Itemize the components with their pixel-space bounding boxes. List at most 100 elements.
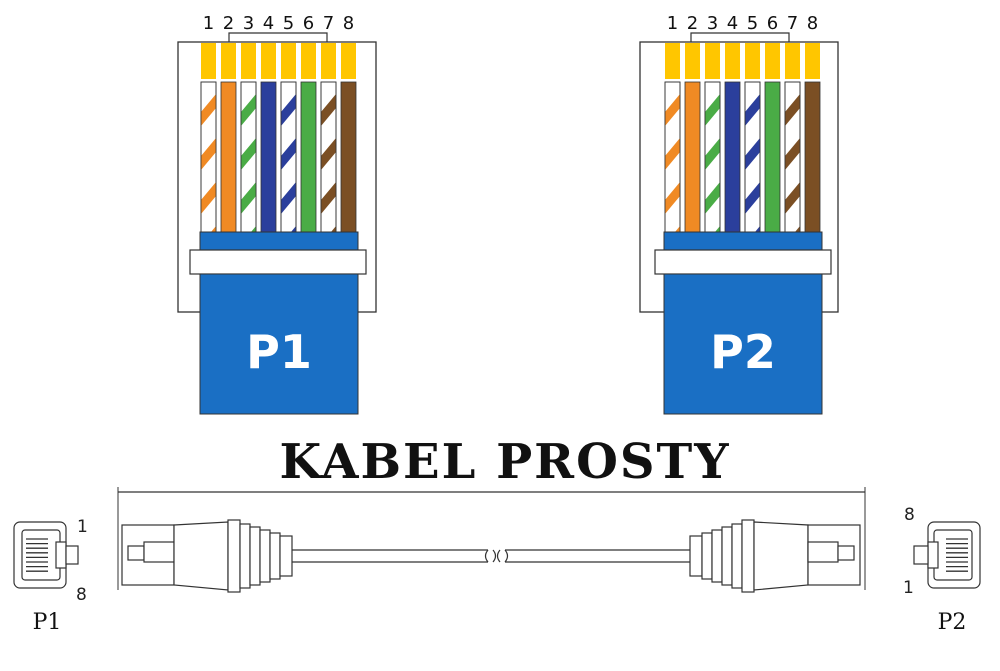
gold-contact <box>201 43 216 79</box>
pin-number: 3 <box>243 13 254 34</box>
wire-stripes <box>745 94 760 232</box>
cable-drawing <box>117 487 866 593</box>
wire-stripes <box>281 94 296 232</box>
wire-stripe <box>201 182 216 214</box>
wire-stripes <box>321 94 336 232</box>
pin-number: 6 <box>303 13 314 34</box>
wire-stripe <box>251 226 256 232</box>
pin-number: 8 <box>807 13 818 34</box>
side-view-label: P1 <box>33 610 62 635</box>
gold-contact <box>805 43 820 79</box>
cable-body <box>292 549 690 563</box>
wire-stripe <box>331 226 336 232</box>
pin-number: 2 <box>687 13 698 34</box>
pin-number: 7 <box>323 13 334 34</box>
wire-stripe <box>785 94 800 126</box>
wire <box>744 81 761 233</box>
gold-contact <box>281 43 296 79</box>
pin-number: 1 <box>667 13 678 34</box>
gold-contact <box>705 43 720 79</box>
pin-number: 8 <box>343 13 354 34</box>
wire-solid <box>724 81 741 233</box>
wire <box>704 81 721 233</box>
wire-stripe <box>705 94 720 126</box>
wire-stripe <box>665 138 680 170</box>
side-view-p1: 1 8 P1 <box>13 517 88 635</box>
pin-number: 4 <box>263 13 274 34</box>
wire-stripe <box>785 138 800 170</box>
pin-number: 5 <box>283 13 294 34</box>
wire-solid <box>684 81 701 233</box>
gold-contacts <box>665 43 820 79</box>
pin-number: 7 <box>787 13 798 34</box>
wire-solid <box>804 81 821 233</box>
wire-stripe <box>745 94 760 126</box>
pin-number: 6 <box>767 13 778 34</box>
wire-solid <box>340 81 357 233</box>
pin-number: 4 <box>727 13 738 34</box>
latch-bar <box>189 249 367 275</box>
pin-number: 2 <box>223 13 234 34</box>
wire-solid <box>300 81 317 233</box>
wire-stripe <box>675 226 680 232</box>
wire <box>724 81 741 233</box>
wire-stripe <box>201 94 216 126</box>
wire-stripes <box>705 94 720 232</box>
pin-number: 5 <box>747 13 758 34</box>
gold-contact <box>221 43 236 79</box>
gold-contact <box>685 43 700 79</box>
wire-stripe <box>321 182 336 214</box>
wire-solid <box>764 81 781 233</box>
wire <box>784 81 801 233</box>
gold-contact <box>301 43 316 79</box>
wire-set <box>200 81 357 233</box>
side-top-pin: 1 <box>77 517 88 537</box>
wire-stripes <box>785 94 800 232</box>
wire-stripe <box>241 182 256 214</box>
strain-relief-band <box>663 231 823 253</box>
cable-connector-left <box>121 519 293 593</box>
wire-stripes <box>665 94 680 232</box>
side-view-p2: 8 1 P2 <box>903 505 981 635</box>
wire-stripe <box>291 226 296 232</box>
gold-contact <box>765 43 780 79</box>
side-top-pin: 8 <box>904 505 915 525</box>
gold-contact <box>725 43 740 79</box>
wire-stripe <box>755 226 760 232</box>
wire-stripe <box>321 138 336 170</box>
wire <box>300 81 317 233</box>
gold-contact <box>745 43 760 79</box>
cable-connector-right <box>689 519 861 593</box>
wire-stripe <box>745 182 760 214</box>
wire <box>320 81 337 233</box>
pin-number: 1 <box>203 13 214 34</box>
plug-label: P1 <box>246 325 312 379</box>
wire-stripe <box>281 94 296 126</box>
wire-stripe <box>665 94 680 126</box>
wire-stripe <box>745 138 760 170</box>
contact-lines <box>26 538 48 572</box>
pin-number: 3 <box>707 13 718 34</box>
wire-solid <box>260 81 277 233</box>
pair-bracket <box>228 32 328 42</box>
gold-contact <box>665 43 680 79</box>
wire-stripe <box>211 226 216 232</box>
wire-stripe <box>705 138 720 170</box>
gold-contact <box>261 43 276 79</box>
side-bottom-pin: 1 <box>903 578 914 598</box>
wire <box>340 81 357 233</box>
gold-contact <box>785 43 800 79</box>
contact-lines <box>946 538 968 572</box>
wire-stripe <box>705 182 720 214</box>
pair-bracket <box>690 32 790 42</box>
wire-set <box>664 81 821 233</box>
boot <box>663 273 823 415</box>
gold-contact <box>321 43 336 79</box>
wire-stripe <box>201 138 216 170</box>
